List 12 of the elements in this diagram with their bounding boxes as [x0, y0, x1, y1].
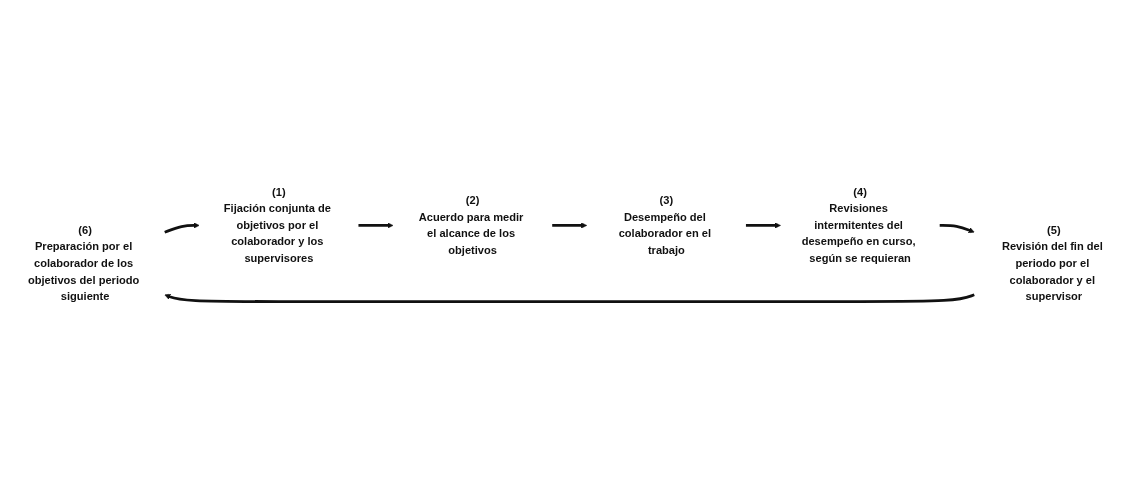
arrow — [164, 292, 975, 303]
arrow — [552, 221, 588, 228]
node-text: (5) Revisión del fin del periodo por el colaborador y el supervisor — [1001, 223, 1103, 302]
node-text: (2) Acuerdo para medir el alcance de los objetivos — [418, 193, 524, 256]
arrow — [745, 221, 781, 228]
node-text: (4) Revisiones intermitentes del desempeño en curso, según se requieran — [801, 185, 916, 264]
node-text: (3) Desempeño del colaborador en el trabajo — [618, 193, 711, 256]
arrow — [358, 221, 394, 228]
node-text: (6) Preparación por el colaborador de los objetivos del periodo siguiente — [27, 223, 140, 302]
arrow — [939, 223, 975, 233]
arrow — [164, 221, 200, 234]
node-text: (1) Fijación conjunta de objetivos por el colaborador y los supervisores — [223, 185, 331, 264]
